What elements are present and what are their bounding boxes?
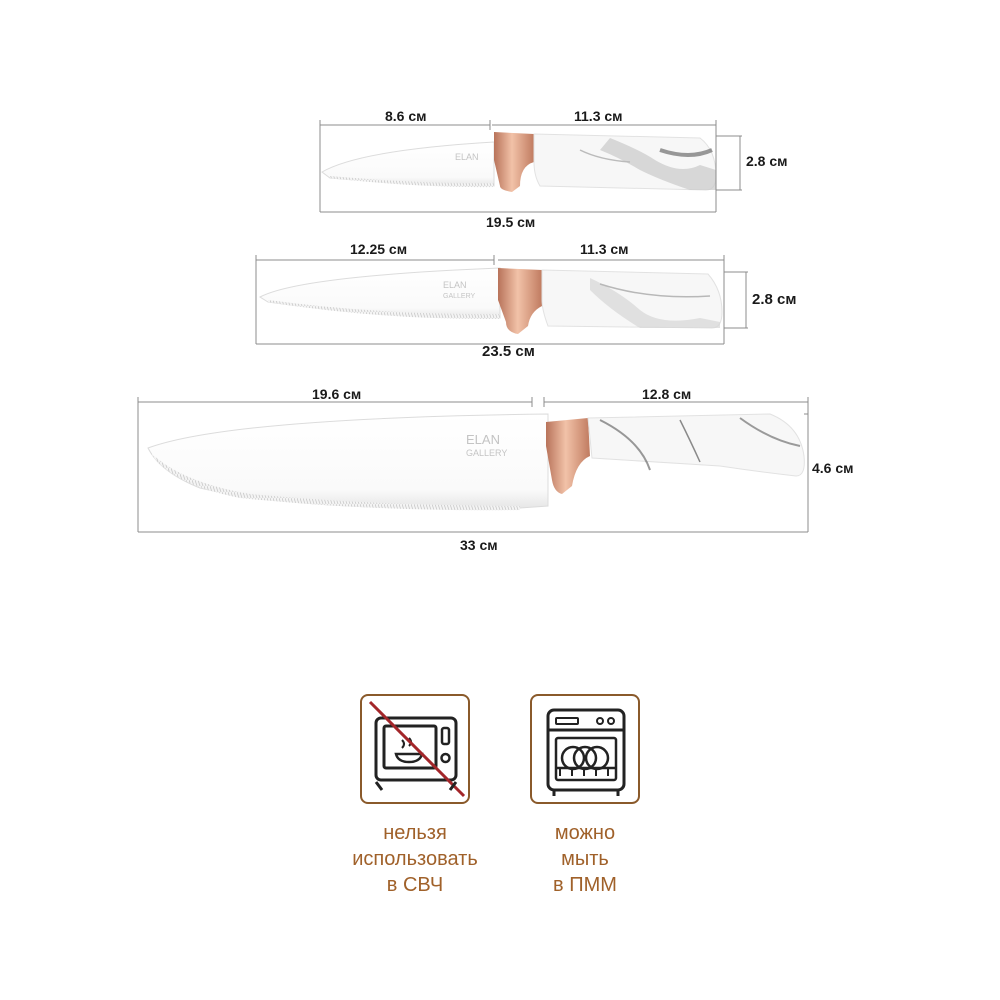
chef-knife-handle — [587, 413, 805, 477]
dishwasher-caption-line-1: можно — [554, 822, 616, 844]
small-knife: ELAN — [321, 132, 717, 192]
small-knife-total-length: 19.5 см — [486, 214, 536, 230]
small-knife-handle-length: 11.3 см — [574, 108, 623, 124]
small-knife-height: 2.8 см — [746, 153, 788, 169]
chef-knife-brand: ELAN — [466, 432, 500, 447]
no-microwave-caption: нельзя использовать в СВЧ — [330, 820, 500, 898]
no-microwave-badge — [360, 694, 470, 804]
dishwasher-icon — [546, 708, 626, 796]
chef-knife-brand-sub: GALLERY — [466, 448, 507, 458]
medium-knife-total-length: 23.5 см — [482, 343, 535, 360]
medium-knife-edge — [268, 300, 500, 320]
dishwasher-caption: можно мыть в ПММ — [500, 820, 670, 898]
medium-knife-blade-length: 12.25 см — [350, 241, 408, 257]
chef-knife-height: 4.6 см — [812, 460, 854, 476]
no-microwave-icon — [368, 700, 466, 798]
small-knife-bolster — [494, 132, 534, 192]
small-knife-edge — [330, 176, 494, 188]
medium-knife-brand: ELAN — [443, 280, 467, 290]
no-microwave-caption-line-2: использовать — [352, 848, 478, 870]
dimension-lines — [137, 120, 809, 533]
dishwasher-badge — [530, 694, 640, 804]
dishwasher-caption-line-3: в ПММ — [553, 874, 617, 896]
medium-knife-bolster — [498, 268, 542, 334]
chef-knife-handle-length: 12.8 см — [642, 386, 692, 402]
medium-knife-handle-length: 11.3 см — [580, 241, 629, 257]
medium-knife: ELAN GALLERY — [258, 267, 723, 334]
small-knife-blade-length: 8.6 см — [385, 108, 427, 124]
chef-knife-blade — [147, 413, 549, 510]
chef-knife-edge — [150, 452, 520, 511]
chef-knife-total-length: 33 см — [460, 537, 498, 553]
dishwasher-caption-line-2: мыть — [561, 848, 609, 870]
medium-knife-height: 2.8 см — [752, 291, 797, 308]
small-knife-brand: ELAN — [455, 152, 479, 162]
medium-knife-brand-sub: GALLERY — [443, 293, 475, 300]
no-microwave-caption-line-3: в СВЧ — [386, 874, 444, 896]
no-microwave-caption-line-1: нельзя — [383, 822, 447, 844]
chef-knife-blade-length: 19.6 см — [312, 386, 362, 402]
chef-knife: ELAN GALLERY — [147, 413, 805, 511]
chef-knife-bolster — [546, 418, 590, 494]
